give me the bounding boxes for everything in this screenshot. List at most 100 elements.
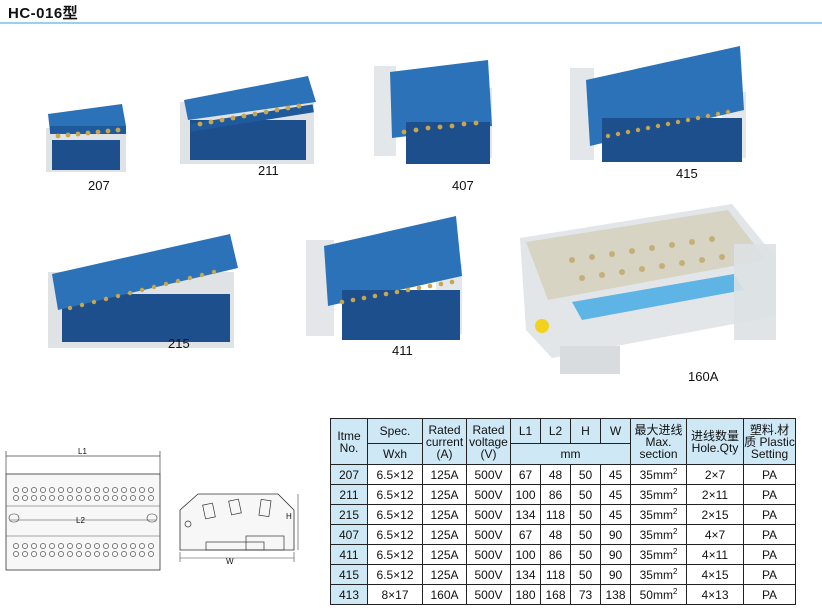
cell-spec: 6.5×12 <box>367 544 423 565</box>
product-image-160A <box>512 198 782 378</box>
cell-text-section: 35mm <box>639 488 673 502</box>
unit-superscript: 2 <box>672 507 678 516</box>
page-title: HC-016型 <box>8 5 79 22</box>
cell-text-voltage: 500V <box>474 567 503 582</box>
header-current: Rated current (A) <box>422 418 467 465</box>
dim-label-l2: L2 <box>76 516 85 525</box>
cell-text-current: 125A <box>430 527 459 542</box>
cell-text-item: 411 <box>339 547 359 562</box>
cell-text-h: 50 <box>578 547 593 562</box>
cell-item: 413 <box>330 584 368 605</box>
cell-text-l2: 118 <box>545 507 566 522</box>
cell-text-l2: 118 <box>545 567 566 582</box>
cell-l2: 118 <box>540 564 571 585</box>
cell-plastic: PA <box>743 484 796 505</box>
drawing-side-view <box>176 488 300 568</box>
header-plastic: 塑料.材质 Plastic Setting <box>743 418 796 465</box>
cell-h: 50 <box>570 564 601 585</box>
cell-item: 415 <box>330 564 368 585</box>
cell-text-plastic: PA <box>761 467 778 482</box>
cell-text-section: 35mm <box>639 548 673 562</box>
cell-l2: 168 <box>540 584 571 605</box>
cell-plastic: PA <box>743 524 796 545</box>
cell-section: 35mm2 <box>630 464 687 485</box>
cell-plastic: PA <box>743 544 796 565</box>
cell-section: 35mm2 <box>630 564 687 585</box>
header-l2: L2 <box>540 418 571 444</box>
cell-spec: 8×17 <box>367 584 423 605</box>
drawing-top-view <box>4 448 164 572</box>
cell-text-section: 35mm <box>639 468 673 482</box>
cell-current: 125A <box>422 484 467 505</box>
cell-text-h: 50 <box>578 467 593 482</box>
cell-text-holes: 2×15 <box>701 507 729 522</box>
cell-w: 90 <box>600 544 631 565</box>
product-image-215 <box>44 228 240 356</box>
cell-h: 50 <box>570 544 601 565</box>
cell-plastic: PA <box>743 464 796 485</box>
product-image-407 <box>370 52 496 168</box>
cell-h: 73 <box>570 584 601 605</box>
cell-text-section: 35mm <box>639 528 673 542</box>
cell-holes: 4×11 <box>686 544 744 565</box>
cell-text-h: 73 <box>578 587 593 602</box>
cell-w: 45 <box>600 484 631 505</box>
header-mm: mm <box>510 443 631 465</box>
cell-text-l1: 134 <box>515 507 536 522</box>
cell-current: 125A <box>422 464 467 485</box>
cell-l1: 134 <box>510 504 541 525</box>
cell-l1: 180 <box>510 584 541 605</box>
cell-holes: 2×7 <box>686 464 744 485</box>
unit-superscript: 2 <box>672 547 678 556</box>
dim-label-l1: L1 <box>78 447 87 456</box>
cell-l2: 48 <box>540 524 571 545</box>
cell-text-l1: 134 <box>515 567 536 582</box>
cell-holes: 2×15 <box>686 504 744 525</box>
cell-l2: 118 <box>540 504 571 525</box>
cell-text-holes: 4×13 <box>701 587 729 602</box>
spec-table: Itme No. Spec. Rated current (A) Rated v… <box>330 418 796 605</box>
cell-spec: 6.5×12 <box>367 484 423 505</box>
cell-text-holes: 4×11 <box>701 547 729 562</box>
cell-text-plastic: PA <box>761 567 778 582</box>
cell-current: 125A <box>422 544 467 565</box>
cell-item: 411 <box>330 544 368 565</box>
header-section: 最大进线 Max. section <box>630 418 687 465</box>
cell-text-holes: 4×7 <box>704 527 726 542</box>
cell-text-w: 45 <box>608 487 623 502</box>
cell-plastic: PA <box>743 504 796 525</box>
cell-text-l2: 86 <box>548 487 563 502</box>
cell-text-plastic: PA <box>761 507 778 522</box>
cell-text-l2: 168 <box>545 587 566 602</box>
product-label-407: 407 <box>452 178 474 193</box>
cell-text-l1: 180 <box>515 587 536 602</box>
cell-text-w: 45 <box>608 467 623 482</box>
header-item: Itme No. <box>330 418 368 465</box>
product-label-207: 207 <box>88 178 110 193</box>
cell-holes: 4×13 <box>686 584 744 605</box>
product-label-411: 411 <box>392 343 413 358</box>
cell-text-plastic: PA <box>761 587 778 602</box>
cell-text-current: 125A <box>430 567 459 582</box>
cell-text-voltage: 500V <box>474 527 503 542</box>
cell-text-spec: 6.5×12 <box>376 527 414 542</box>
product-label-415: 415 <box>676 166 698 181</box>
dim-label-w: W <box>226 557 234 566</box>
cell-l1: 100 <box>510 484 541 505</box>
unit-superscript: 2 <box>672 487 678 496</box>
cell-text-item: 407 <box>338 527 360 542</box>
cell-w: 45 <box>600 464 631 485</box>
header-holes: 进线数量 Hole.Qty <box>686 418 744 465</box>
cell-text-w: 45 <box>608 507 623 522</box>
cell-text-h: 50 <box>578 487 593 502</box>
cell-w: 45 <box>600 504 631 525</box>
cell-l1: 67 <box>510 464 541 485</box>
cell-text-voltage: 500V <box>474 587 503 602</box>
cell-plastic: PA <box>743 584 796 605</box>
cell-item: 211 <box>330 484 368 505</box>
cell-text-l1: 67 <box>518 527 533 542</box>
cell-text-l1: 67 <box>518 467 533 482</box>
